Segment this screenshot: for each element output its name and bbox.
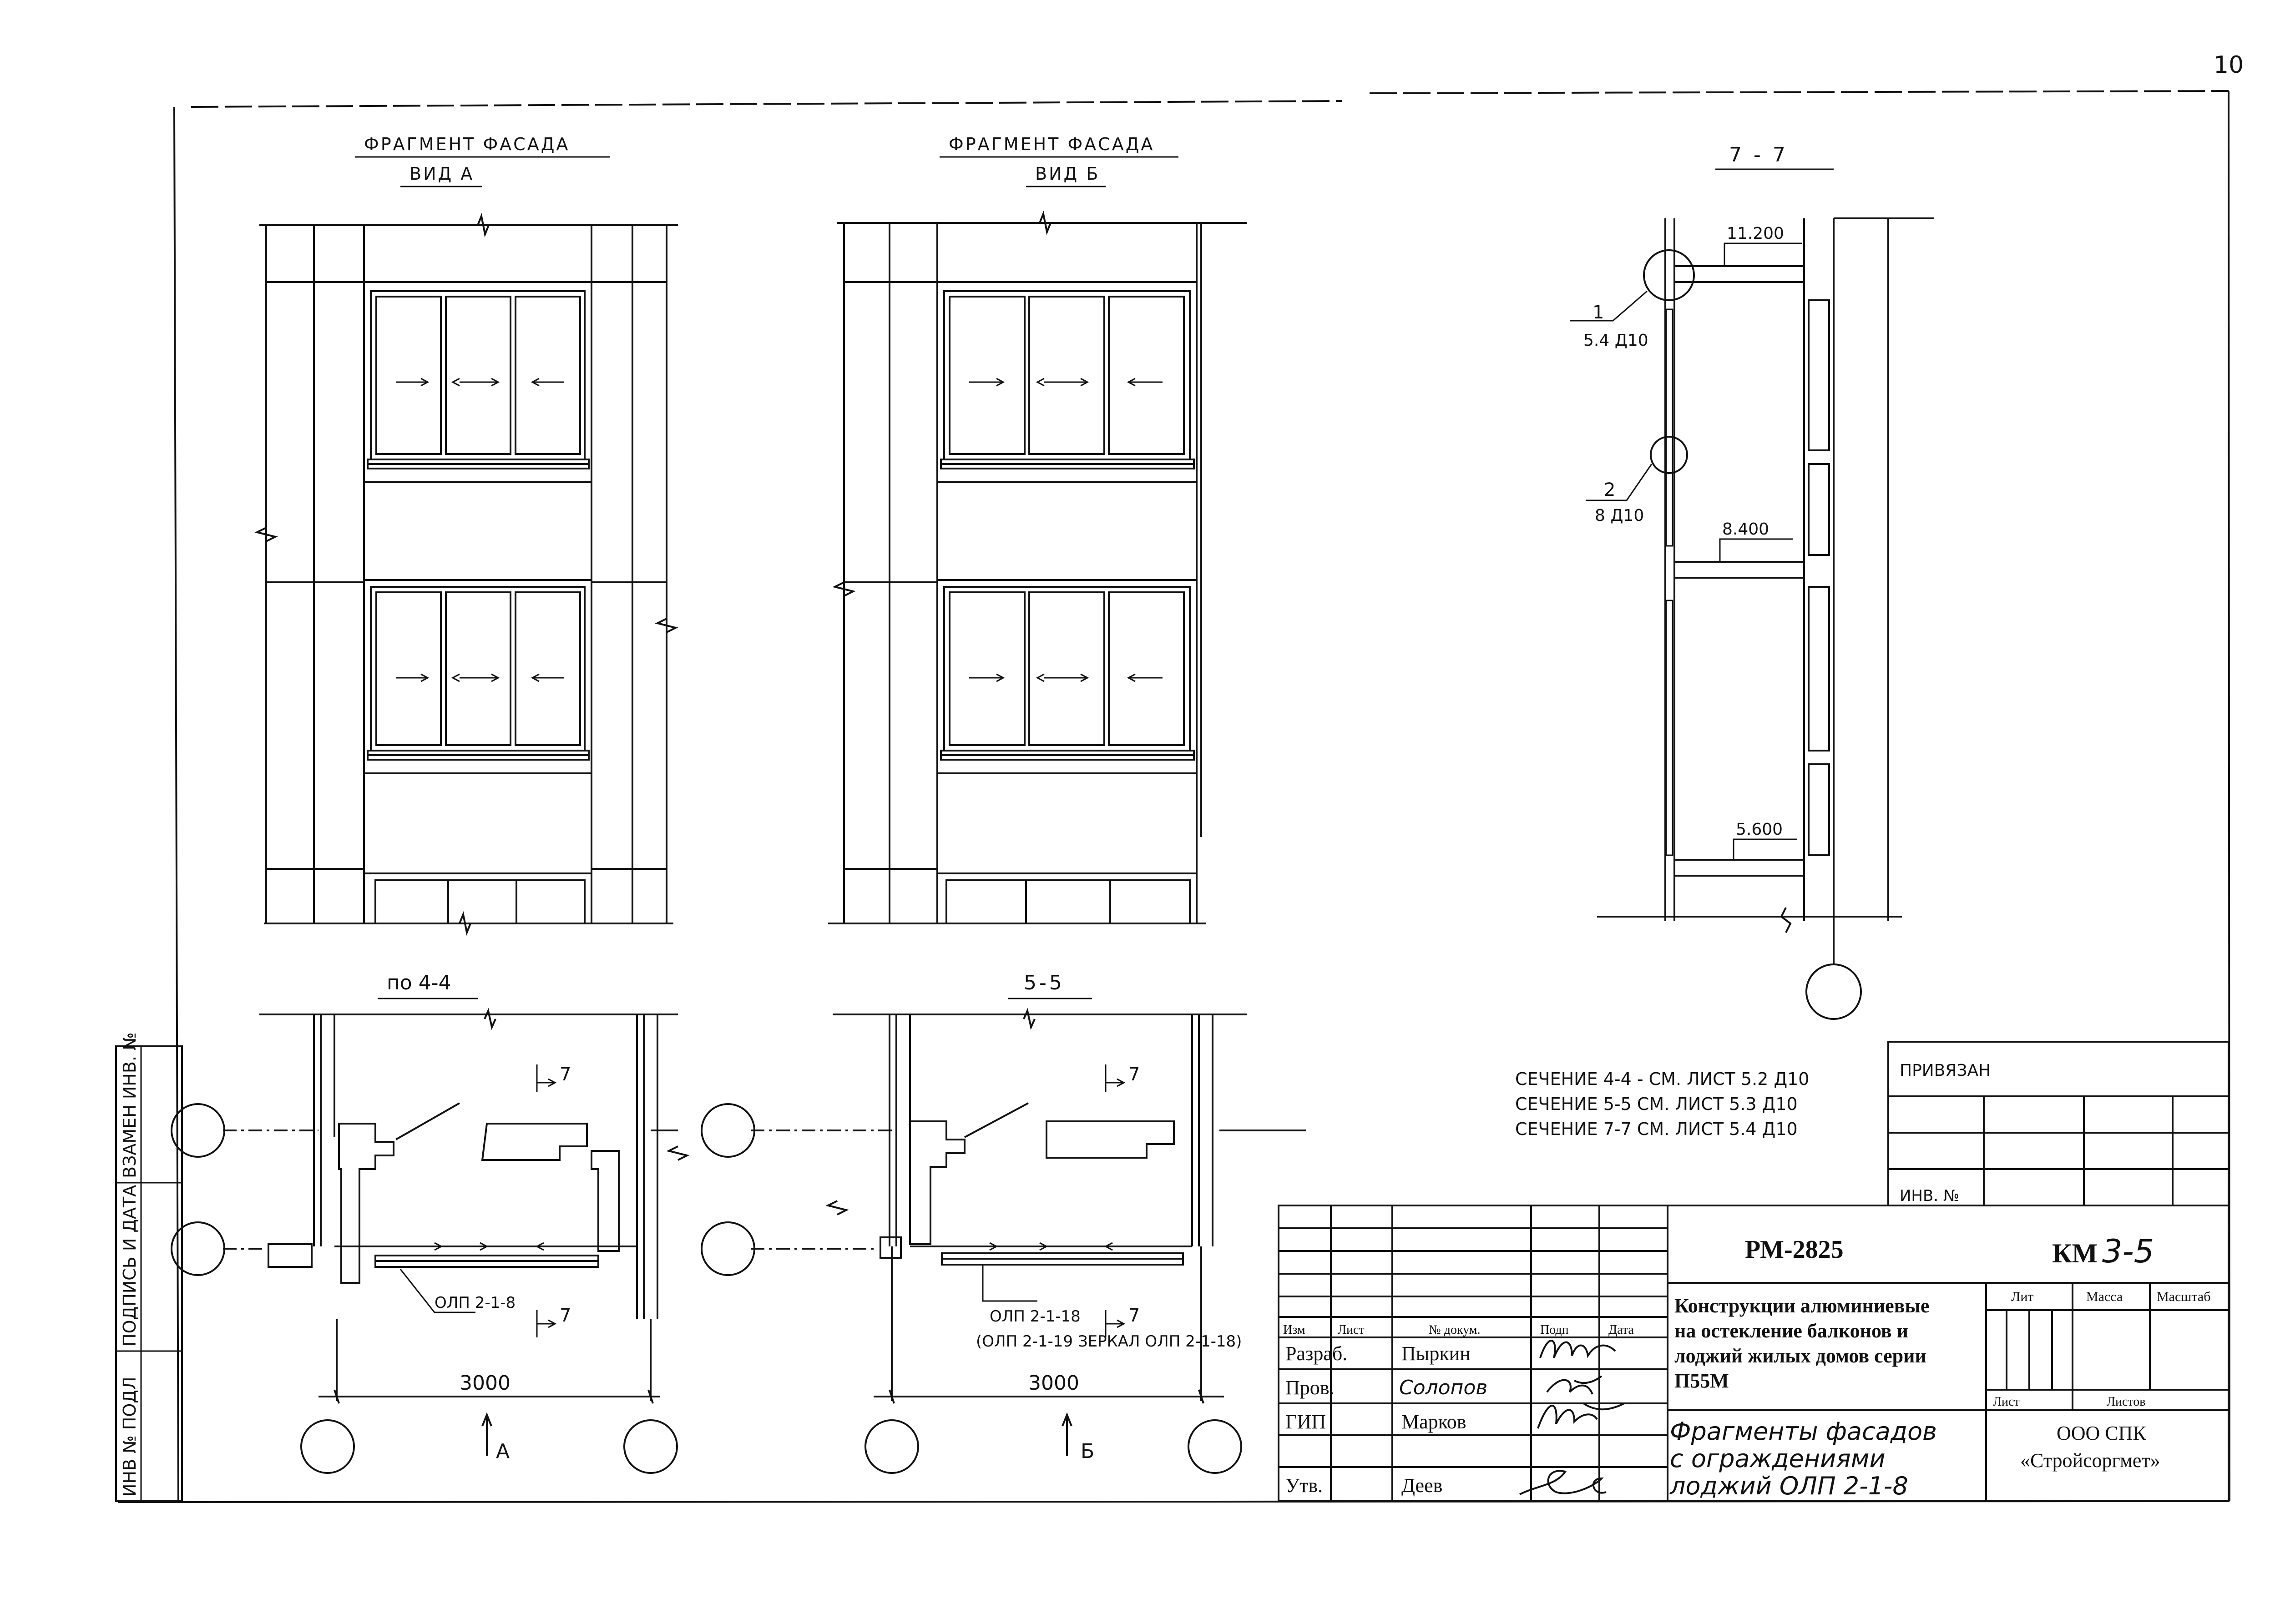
plan-4-title: по 4-4 (387, 971, 451, 994)
tb-org-2: «Стройсоргмет» (2020, 1449, 2160, 1472)
tb-col-doc: № докум. (1429, 1323, 1481, 1337)
tb-desc-4: П55М (1674, 1370, 1729, 1392)
callout-2-number: 2 (1604, 479, 1615, 500)
note-section-4: СЕЧЕНИЕ 4-4 - СМ. ЛИСТ 5.2 Д10 (1515, 1069, 1809, 1089)
side-stamp: ВЗАМЕН ИНВ. № ПОДПИСЬ И ДАТА ИНВ № ПОДЛ (115, 1032, 183, 1502)
section-7-7: 7 - 7 (1570, 143, 1934, 1020)
level-low: 5.600 (1736, 820, 1783, 839)
tb-role-4: Утв. (1285, 1474, 1323, 1497)
plan-5-cut-mark-top: 7 (1128, 1064, 1140, 1085)
tb-sheet-title-1: Фрагменты фасадов (1670, 1417, 1937, 1446)
plan-5-title: 5-5 (1024, 971, 1065, 994)
section-notes: СЕЧЕНИЕ 4-4 - СМ. ЛИСТ 5.2 Д10 СЕЧЕНИЕ 5… (1515, 1069, 1809, 1139)
title-block: РМ-2825 КМ 3-5 Изм Лист № докум. Подп Да… (1278, 1205, 2230, 1502)
plan-5-olp-note: (ОЛП 2-1-19 ЗЕРКАЛ ОЛП 2-1-18) (976, 1332, 1242, 1351)
level-mid: 8.400 (1722, 520, 1769, 539)
facade-view-a: ФРАГМЕНТ ФАСАДА ВИД А (254, 134, 678, 936)
tb-role-2: Пров. (1285, 1377, 1335, 1399)
plan-5-cut-mark-bottom: 7 (1128, 1305, 1140, 1326)
tb-col-list: Лист (1338, 1323, 1365, 1337)
tb-mass: Масса (2086, 1289, 2123, 1304)
tb-lists: Листов (2107, 1395, 2146, 1409)
tb-desc-1: Конструкции алюминиевые (1674, 1295, 1929, 1317)
section-7-title: 7 - 7 (1729, 143, 1788, 166)
view-b-title-1: ФРАГМЕНТ ФАСАДА (949, 134, 1154, 154)
tb-org-1: ООО СПК (2057, 1422, 2146, 1444)
tb-name-4: Деев (1401, 1474, 1442, 1497)
sheet-border (118, 90, 2230, 1503)
plan-4-dimension: 3000 (460, 1372, 511, 1395)
tb-sheet-title-3: лоджий ОЛП 2-1-8 (1669, 1472, 1908, 1500)
tb-desc-2: на остекление балконов и (1674, 1320, 1908, 1342)
tb-col-izm: Изм (1283, 1323, 1305, 1337)
plan-4-4: по 4-4 (171, 971, 690, 1474)
callout-2-ref: 8 Д10 (1595, 506, 1644, 525)
plan-4-cut-mark-bottom: 7 (560, 1305, 571, 1326)
tb-role-3: ГИП (1285, 1411, 1326, 1433)
binding-title: ПРИВЯЗАН (1900, 1061, 1991, 1080)
tb-lit: Лит (2011, 1289, 2034, 1304)
page-number: 10 (2214, 51, 2244, 79)
plan-4-olp: ОЛП 2-1-8 (435, 1294, 516, 1312)
tb-name-3: Марков (1401, 1411, 1466, 1433)
callout-1-ref: 5.4 Д10 (1583, 331, 1648, 350)
plan-5-arrow-label: Б (1081, 1440, 1094, 1463)
note-section-7: СЕЧЕНИЕ 7-7 СМ. ЛИСТ 5.4 Д10 (1515, 1119, 1798, 1139)
tb-mark: КМ (2052, 1238, 2098, 1268)
tb-sheet-hand: 3-5 (2102, 1233, 2154, 1270)
plan-5-dimension: 3000 (1028, 1372, 1079, 1395)
view-a-title-1: ФРАГМЕНТ ФАСАДА (364, 134, 570, 154)
facade-view-b: ФРАГМЕНТ ФАСАДА ВИД Б (828, 134, 1247, 924)
view-b-title-2: ВИД Б (1035, 164, 1100, 184)
plan-5-5: 5-5 (701, 971, 1306, 1474)
signatures (1519, 1340, 1625, 1495)
binding-inv: ИНВ. № (1900, 1187, 1959, 1205)
level-top: 11.200 (1727, 224, 1784, 243)
tb-sheet-title-2: с ограждениями (1670, 1444, 1886, 1473)
tb-col-sign: Подп (1540, 1323, 1569, 1337)
tb-col-date: Дата (1608, 1323, 1634, 1337)
binding-box: ПРИВЯЗАН ИНВ. № (1887, 1041, 2230, 1206)
plan-4-arrow-label: А (496, 1440, 510, 1463)
tb-code: РМ-2825 (1745, 1236, 1844, 1264)
tb-name-1: Пыркин (1401, 1342, 1471, 1365)
tb-role-1: Разраб. (1285, 1342, 1347, 1365)
view-a-title-2: ВИД А (410, 164, 474, 184)
stamp-inv-podl: ИНВ № ПОДЛ (120, 1377, 140, 1497)
stamp-vzamen: ВЗАМЕН ИНВ. № (120, 1032, 140, 1178)
plan-5-olp: ОЛП 2-1-18 (990, 1307, 1081, 1326)
callout-1-number: 1 (1592, 302, 1604, 323)
stamp-podpis: ПОДПИСЬ И ДАТА (120, 1185, 140, 1347)
plan-4-cut-mark-top: 7 (560, 1064, 571, 1085)
tb-list: Лист (1993, 1395, 2020, 1409)
tb-name-2: Солопов (1399, 1376, 1487, 1399)
tb-desc-3: лоджий жилых домов серии (1674, 1345, 1926, 1367)
tb-scale: Масштаб (2157, 1289, 2210, 1304)
note-section-5: СЕЧЕНИЕ 5-5 СМ. ЛИСТ 5.3 Д10 (1515, 1094, 1798, 1114)
